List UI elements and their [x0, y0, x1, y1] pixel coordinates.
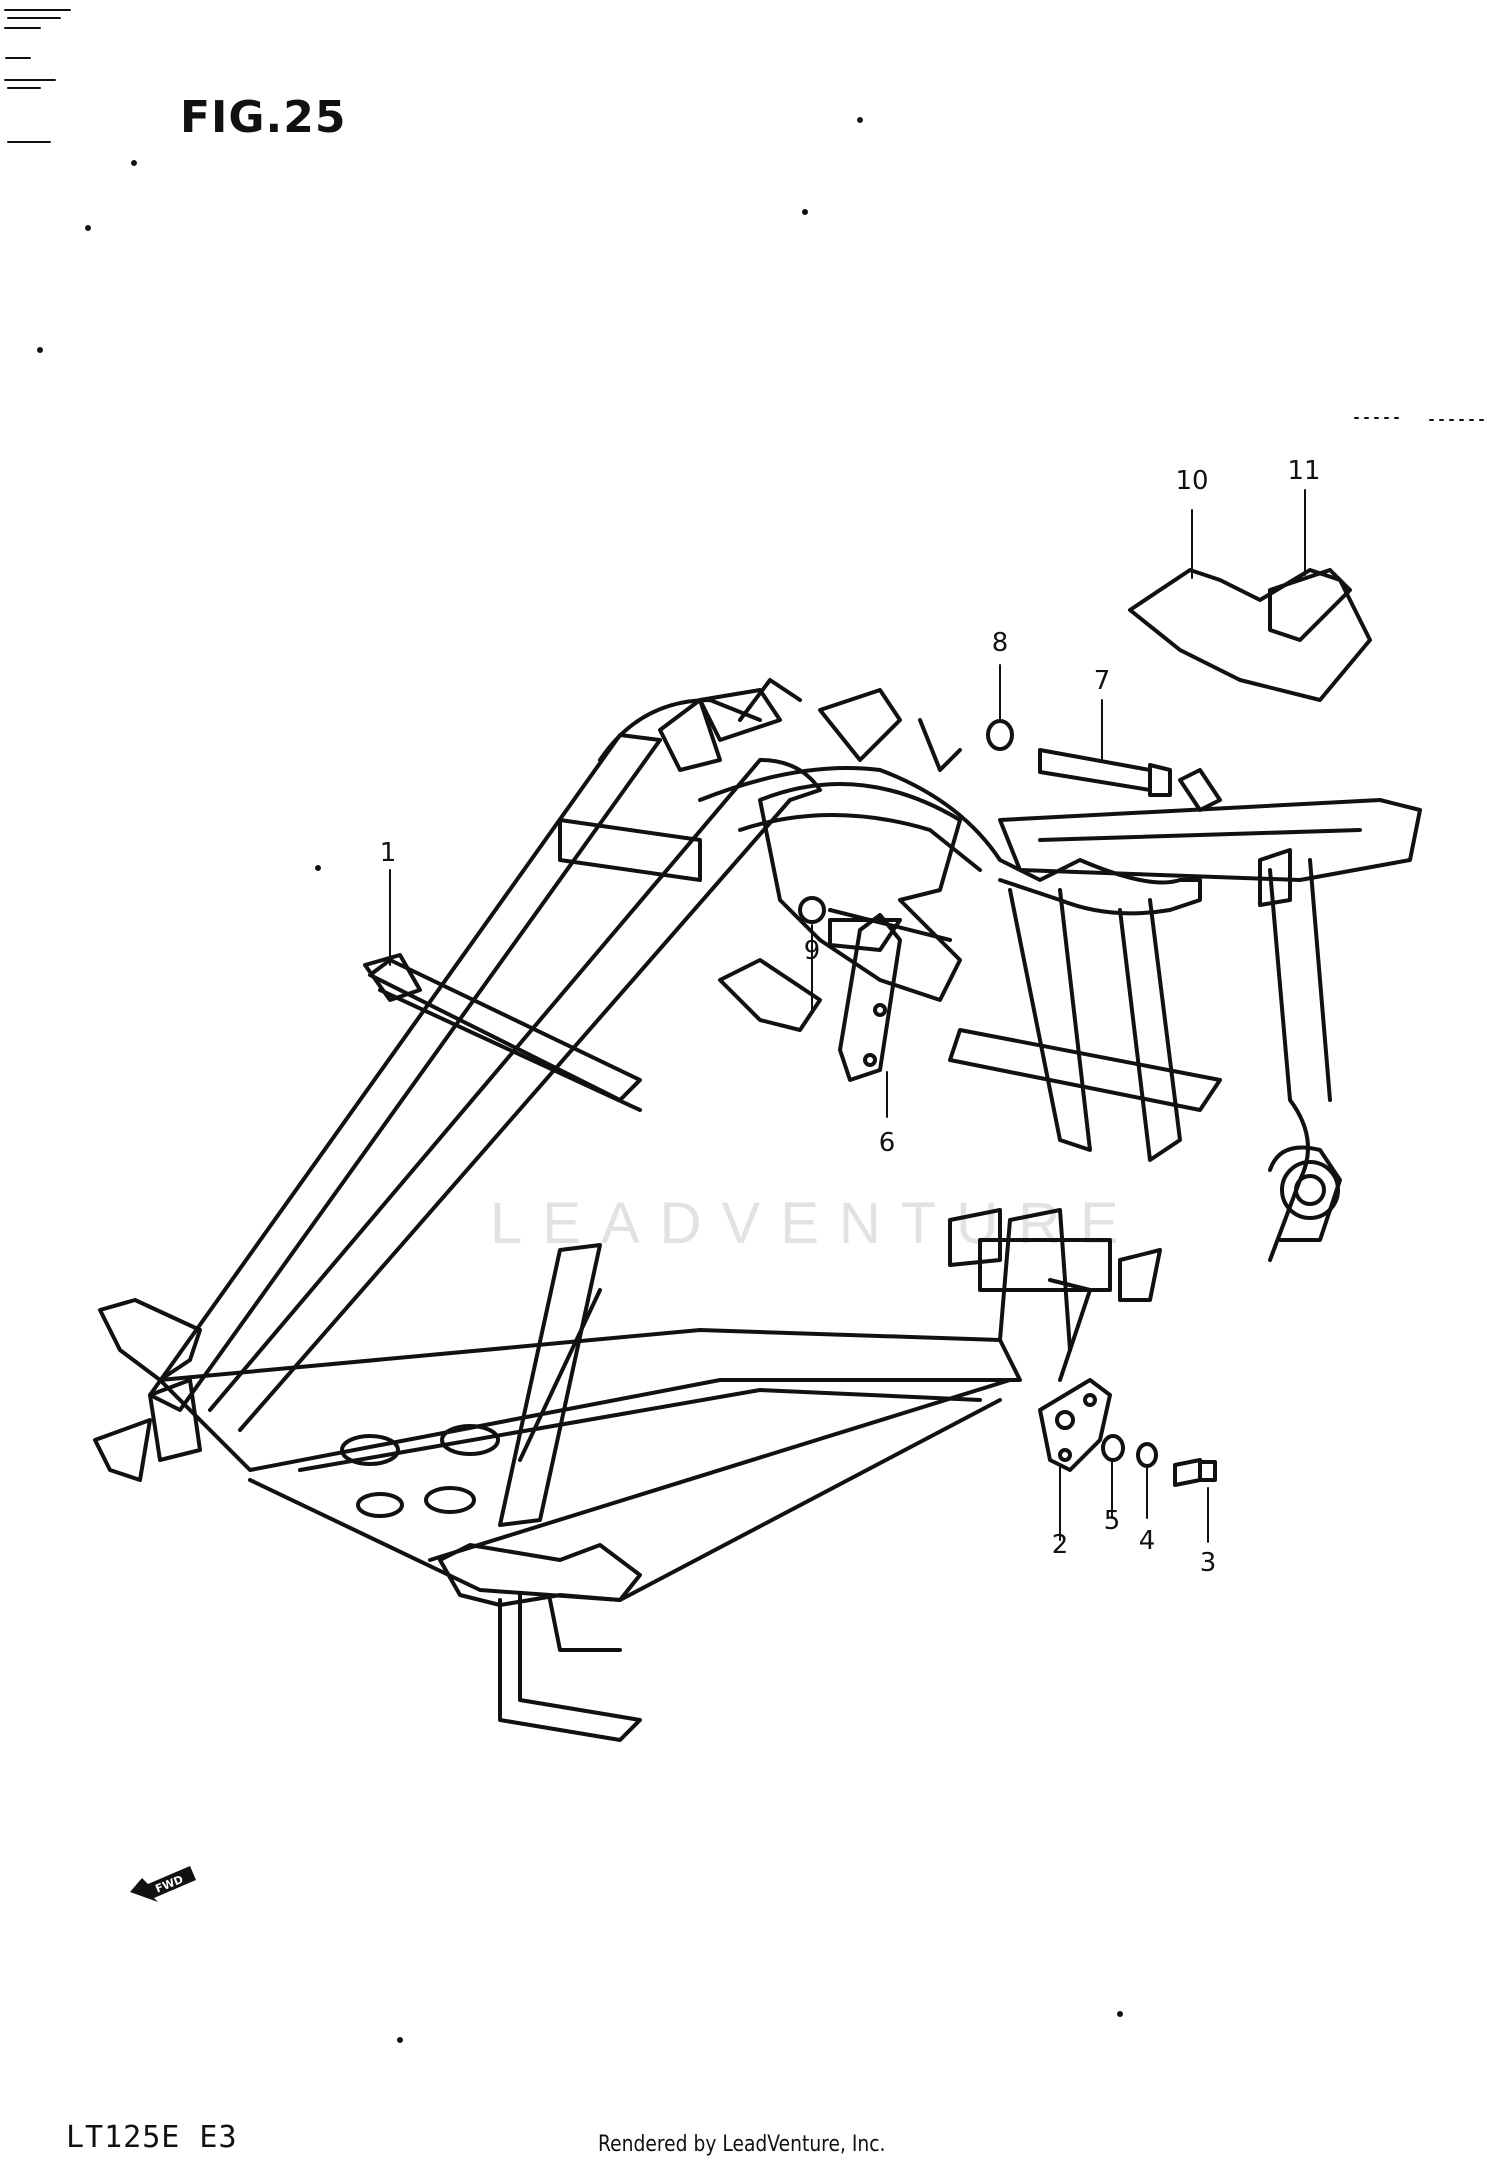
scan-noise: [4, 9, 1491, 2043]
callout-9: 9: [803, 936, 821, 966]
callout-8: 8: [991, 628, 1009, 658]
callout-5: 5: [1103, 1506, 1121, 1536]
part-9-nut: [798, 896, 826, 924]
callout-7: 7: [1093, 666, 1111, 696]
part-4-nut: [1136, 1442, 1158, 1468]
part-5-washer: [1101, 1434, 1125, 1462]
frame-main: [93, 678, 1422, 1742]
part-3-bolt: [1173, 1458, 1217, 1487]
fwd-label: FWD: [154, 1873, 186, 1896]
leader-lines: [389, 489, 1306, 1543]
model-code: LT125E E3: [66, 2120, 238, 2155]
callout-10: 10: [1175, 466, 1209, 496]
fwd-arrow-icon: FWD: [130, 1866, 196, 1902]
callout-11: 11: [1287, 456, 1321, 486]
render-credit: Rendered by LeadVenture, Inc.: [598, 2132, 886, 2157]
part-6-stay: [828, 908, 952, 1082]
callout-1: 1: [379, 838, 397, 868]
part-7-bolt: [1038, 748, 1172, 797]
part-2-plate: [1038, 1378, 1112, 1472]
callout-6: 6: [878, 1128, 896, 1158]
callout-3: 3: [1199, 1548, 1217, 1578]
figure-title: FIG.25: [180, 92, 347, 143]
part-8-washer: [986, 719, 1014, 751]
callout-2: 2: [1051, 1530, 1069, 1560]
part-10-11-cover: [1128, 568, 1372, 702]
callout-4: 4: [1138, 1526, 1156, 1556]
